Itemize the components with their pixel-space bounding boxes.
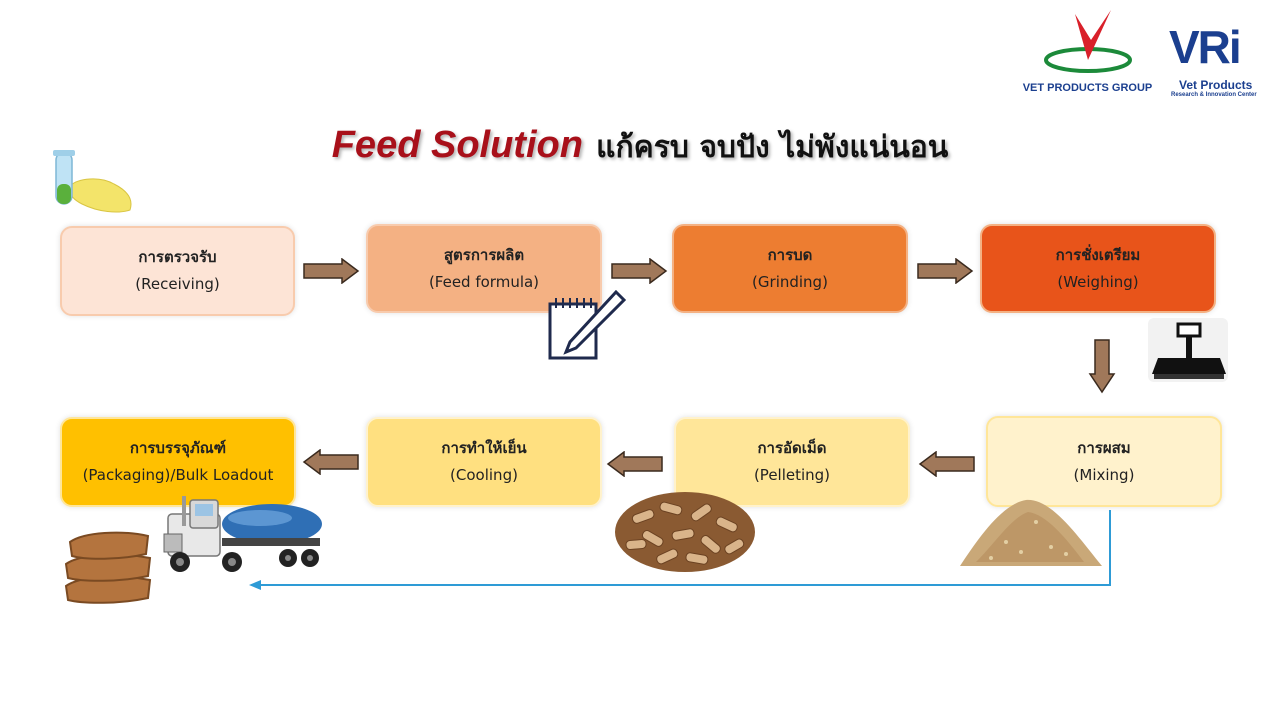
arrow-left-3: [302, 449, 359, 475]
step-receiving-th: การตรวจรับ: [138, 248, 217, 266]
arrow-left-1: [918, 451, 975, 477]
step-packaging-th: การบรรจุภัณฑ์: [129, 439, 227, 457]
return-flow-line: [249, 510, 1111, 590]
step-mixing: การผสม (Mixing): [986, 416, 1222, 507]
test-tube-hand-icon: [53, 150, 132, 213]
pellets-image: [615, 492, 755, 572]
page-title: Feed Solution แก้ครบ จบปัง ไม่พังแน่นอน: [0, 122, 1280, 171]
title-thai: แก้ครบ จบปัง ไม่พังแน่นอน: [596, 130, 949, 165]
step-packaging: การบรรจุภัณฑ์ (Packaging)/Bulk Loadout: [60, 417, 296, 507]
step-grinding-en: (Grinding): [752, 272, 828, 291]
step-feed-formula: สูตรการผลิต (Feed formula): [366, 224, 602, 313]
step-receiving: การตรวจรับ (Receiving): [60, 226, 295, 316]
arrow-right-2: [611, 258, 668, 284]
step-mixing-th: การผสม: [1077, 438, 1131, 457]
step-weighing-en: (Weighing): [1057, 272, 1139, 291]
feed-pile-image: [960, 499, 1102, 566]
arrow-right-1: [303, 258, 360, 284]
notepad-pen-icon: [548, 290, 627, 360]
step-packaging-en: (Packaging)/Bulk Loadout: [82, 466, 274, 484]
step-grinding: การบด (Grinding): [672, 224, 908, 313]
vri-subtitle: Research & Innovation Center: [1171, 92, 1257, 98]
step-feed-formula-th: สูตรการผลิต: [443, 245, 525, 264]
title-english: Feed Solution: [331, 124, 583, 166]
step-pelleting-en: (Pelleting): [753, 466, 831, 484]
step-cooling: การทำให้เย็น (Cooling): [366, 417, 602, 507]
step-grinding-th: การบด: [767, 245, 813, 264]
step-mixing-en: (Mixing): [1073, 465, 1135, 484]
vet-products-group-text: VET PRODUCTS GROUP: [1022, 82, 1153, 94]
step-pelleting: การอัดเม็ด (Pelleting): [674, 417, 910, 507]
step-feed-formula-en: (Feed formula): [428, 272, 540, 291]
scale-icon: [1148, 318, 1228, 382]
arrow-left-2: [606, 451, 663, 477]
step-cooling-en: (Cooling): [450, 466, 518, 484]
vri-mark: VRi: [1169, 21, 1242, 73]
feed-sacks-image: [64, 531, 152, 604]
vet-products-group-logo: VET PRODUCTS GROUP: [1015, 10, 1160, 100]
step-weighing-th: การชั่งเตรียม: [1055, 245, 1141, 264]
vet-products-v-icon: [1044, 10, 1132, 73]
vri-logo: VRi Vet Products Research & Innovation C…: [1165, 20, 1275, 100]
step-weighing: การชั่งเตรียม (Weighing): [980, 224, 1216, 313]
tanker-truck-image: [163, 496, 322, 572]
vri-name: Vet Products: [1179, 78, 1253, 92]
step-pelleting-th: การอัดเม็ด: [757, 439, 827, 457]
step-cooling-th: การทำให้เย็น: [441, 439, 527, 457]
step-receiving-en: (Receiving): [135, 275, 220, 293]
arrow-down: [1088, 339, 1116, 394]
arrow-right-3: [917, 258, 974, 284]
